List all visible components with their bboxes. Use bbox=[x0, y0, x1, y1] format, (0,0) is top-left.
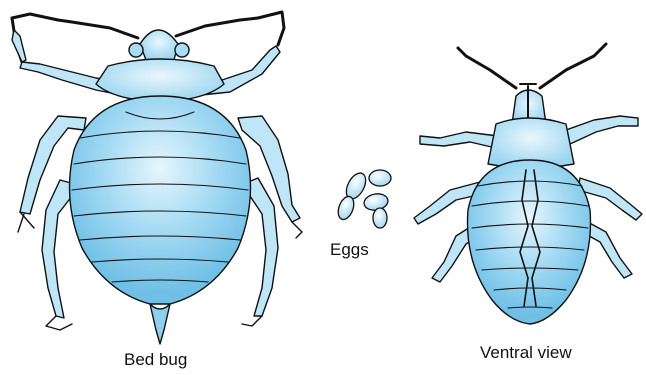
bed-bug-dorsal-figure bbox=[12, 12, 302, 344]
eye-right bbox=[175, 43, 189, 57]
antenna-right bbox=[176, 12, 284, 45]
bed-bug-abdomen-tip bbox=[150, 304, 170, 344]
eye-left bbox=[129, 43, 143, 57]
egg bbox=[369, 170, 391, 186]
ventral-view-figure bbox=[414, 44, 642, 324]
antenna-left bbox=[12, 14, 138, 62]
eggs-label: Eggs bbox=[330, 240, 369, 260]
bed-bug-abdomen bbox=[70, 96, 251, 304]
bed-bug-label: Bed bug bbox=[124, 350, 187, 370]
eggs-figure bbox=[335, 170, 391, 228]
ventral-antennae bbox=[458, 44, 606, 88]
bed-bug-head bbox=[140, 30, 178, 60]
ventral-view-label: Ventral view bbox=[480, 343, 572, 363]
egg bbox=[373, 208, 387, 228]
